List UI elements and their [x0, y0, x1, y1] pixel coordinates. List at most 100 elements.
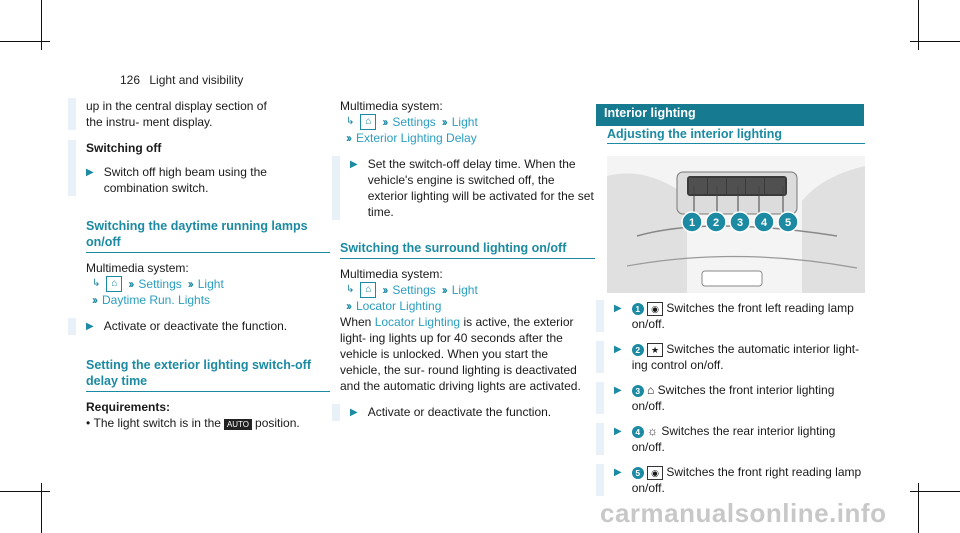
bullet-text: position. [255, 416, 300, 430]
legend-text: Switches the front left reading lamp on/… [631, 301, 854, 331]
step: ▶ Switch off high beam using the combina… [86, 164, 330, 196]
chevron-icon: ›› [187, 277, 194, 291]
callout-label: 5 [785, 217, 791, 229]
step-arrow-icon: ▶ [614, 426, 622, 437]
callout-badge [777, 211, 799, 233]
menu-settings[interactable]: Settings [392, 283, 436, 297]
menu-nav-row: ›› Exterior Lighting Delay [340, 130, 608, 146]
step: ▶ Activate or deactivate the function. [332, 404, 608, 421]
subsection: Switching off ▶ Switch off high beam usi… [68, 140, 330, 196]
legend-list: ▶ 1 ◉ Switches the front left reading la… [596, 300, 868, 496]
photo-contour [626, 255, 858, 269]
menu-light[interactable]: Light [451, 115, 478, 129]
menu-nav-row: ↳ ⌂ ›› Settings ›› Light [86, 276, 330, 292]
callout-label: 4 [761, 217, 768, 229]
subheading: Switching off [86, 141, 162, 155]
crop-mark [0, 41, 50, 42]
legend-text: Switches the rear interior lighting on/o… [631, 424, 836, 454]
section-heading: Setting the exterior lighting switch-off… [86, 357, 330, 392]
menu-label: Multimedia system: [340, 267, 443, 281]
step-arrow-icon: ▶ [350, 159, 358, 170]
menu-nav-row: ›› Daytime Run. Lights [86, 292, 330, 308]
step-arrow-icon: ▶ [614, 467, 622, 478]
reading-lamp-icon: ◉ [647, 302, 664, 316]
page-header: 126 Light and visibility [120, 73, 243, 87]
step-text: Activate or deactivate the function. [367, 405, 552, 419]
switch-button [689, 178, 707, 194]
menu-settings[interactable]: Settings [392, 115, 436, 129]
step-arrow-icon: ▶ [86, 167, 94, 178]
menu-light[interactable]: Light [197, 277, 224, 291]
menu-nav-row: ›› Locator Lighting [340, 298, 608, 314]
switch-button [746, 178, 764, 194]
switch-button [765, 178, 785, 194]
menu-locator[interactable]: Locator Lighting [356, 299, 442, 313]
chevron-icon: ›› [92, 293, 98, 307]
chevron-icon: ›› [382, 283, 388, 297]
photo-headliner-right [802, 166, 865, 293]
paragraph: When Locator Lighting is active, the ext… [340, 314, 592, 394]
callout-lines [693, 186, 784, 214]
legend-text: Switches the automatic interior light- i… [631, 342, 860, 372]
menu-daytime[interactable]: Daytime Run. Lights [102, 293, 211, 307]
number-badge: 4 [631, 426, 644, 438]
home-icon: ⌂ [106, 276, 123, 292]
menu-path: Multimedia system: ↳ ⌂ ›› Settings ›› Li… [68, 260, 330, 308]
legend-text: Switches the front right reading lamp on… [631, 465, 862, 495]
section-heading: Switching the surround lighting on/off [340, 240, 595, 259]
menu-delay[interactable]: Exterior Lighting Delay [356, 131, 477, 145]
step-arrow-icon: ▶ [614, 303, 622, 314]
paragraph: up in the central display section of the… [86, 99, 267, 129]
menu-label: Multimedia system: [86, 261, 189, 275]
number-badge: 3 [631, 385, 644, 397]
crop-mark [0, 491, 50, 492]
requirements: Requirements: • The light switch is in t… [68, 399, 330, 431]
legend-item: ▶ 5 ◉ Switches the front right reading l… [596, 464, 868, 496]
auto-symbol: AUTO [223, 419, 253, 430]
chapter-banner: Interior lighting [596, 104, 864, 126]
legend-item: ▶ 3 ⌂ Switches the front interior lighti… [596, 382, 868, 414]
step-arrow-icon: ▶ [350, 407, 358, 418]
locator-link[interactable]: Locator Lighting [374, 315, 461, 329]
interior-light-photo: 1 2 3 4 5 [607, 156, 865, 293]
number-badge: 2 [631, 344, 644, 356]
column-1: up in the central display section of the… [68, 98, 330, 431]
crop-mark [910, 41, 960, 42]
step-text: Set the switch-off delay time. When the … [367, 157, 594, 219]
step-text: Switch off high beam using the combinati… [103, 165, 267, 195]
home-icon: ⌂ [360, 282, 377, 298]
legend-item: ▶ 1 ◉ Switches the front left reading la… [596, 300, 868, 332]
step-arrow-icon: ▶ [86, 321, 94, 332]
menu-light[interactable]: Light [451, 283, 478, 297]
auto-light-icon: ★ [647, 343, 664, 357]
chevron-icon: ›› [441, 283, 448, 297]
callout-badge [705, 211, 727, 233]
crop-mark [918, 483, 919, 533]
legend-item: ▶ 2 ★ Switches the automatic interior li… [596, 341, 868, 373]
chevron-icon: ›› [346, 299, 352, 313]
legend-text: Switches the front interior lighting on/… [631, 383, 835, 413]
menu-settings[interactable]: Settings [138, 277, 182, 291]
chevron-icon: ›› [441, 115, 448, 129]
photo-handle [701, 270, 763, 287]
step-arrow-icon: ▶ [614, 385, 622, 396]
callout-label: 3 [737, 217, 743, 229]
step-arrow-icon: ▶ [614, 344, 622, 355]
legend-item: ▶ 4 ☼ Switches the rear interior lightin… [596, 423, 868, 455]
chevron-icon: ›› [128, 277, 134, 291]
menu-label: Multimedia system: [340, 99, 443, 113]
callout-label: 2 [713, 217, 719, 229]
paragraph-text: is active, the exterior light- ing light… [340, 315, 581, 393]
requirements-label: Requirements: [86, 400, 171, 414]
menu-nav-row: ↳ ⌂ ›› Settings ›› Light [340, 114, 608, 130]
page-number: 126 [120, 73, 141, 87]
callout-label: 1 [689, 217, 695, 229]
chapter-title: Light and visibility [149, 73, 244, 87]
text-block: up in the central display section of the… [68, 98, 286, 130]
path-arrow-icon: ↳ [92, 278, 101, 289]
callout-badge [753, 211, 775, 233]
paragraph-text: When [340, 315, 372, 329]
menu-nav-row: ↳ ⌂ ›› Settings ›› Light [340, 282, 608, 298]
callout-badges [681, 211, 799, 233]
